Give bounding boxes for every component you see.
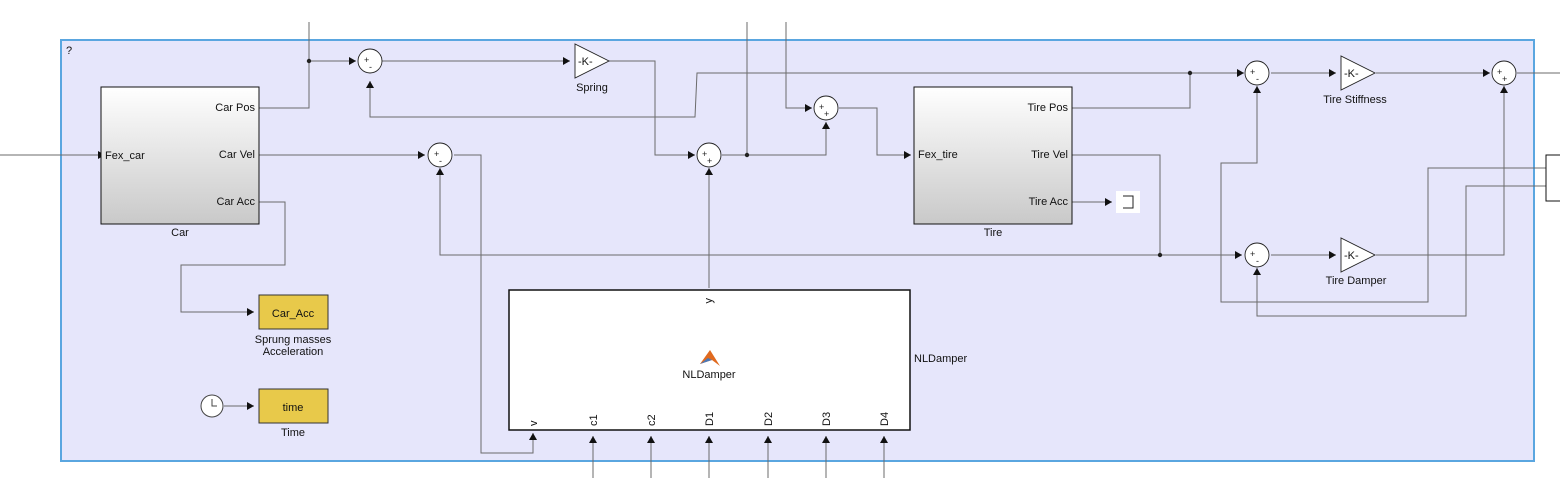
car-block-name: Car <box>171 227 189 239</box>
sum-sign: + <box>819 102 824 112</box>
tire-out-port-pos: Tire Pos <box>1027 102 1068 114</box>
car-acc-output-label: Car_Acc <box>272 308 315 320</box>
offscreen-block-edge[interactable] <box>1545 154 1560 202</box>
nldamper-in-port-d3: D3 <box>821 412 833 426</box>
nldamper-in-port-d1: D1 <box>704 412 716 426</box>
arrowheads <box>98 57 1508 443</box>
nldamper-in-port-v: v <box>528 420 540 426</box>
tire-in-port-label: Fex_tire <box>918 149 958 161</box>
sum-sign: + <box>434 149 439 159</box>
car-in-port-label: Fex_car <box>105 150 145 162</box>
nldamper-in-port-d2: D2 <box>763 412 775 426</box>
sum-sign: - <box>1256 74 1259 84</box>
tire-damper-block-name: Tire Damper <box>1326 275 1387 287</box>
spring-gain-block[interactable]: -K- Spring <box>574 43 611 94</box>
sum-sign: + <box>1250 67 1255 77</box>
tire-stiffness-gain-value: -K- <box>1344 68 1359 80</box>
car-out-port-pos: Car Pos <box>215 102 255 114</box>
terminator-block[interactable] <box>1116 191 1140 213</box>
car-acc-output-block[interactable]: Car_Acc Sprung masses Acceleration <box>255 294 332 358</box>
car-out-port-vel: Car Vel <box>219 149 255 161</box>
tire-block[interactable]: Fex_tire Tire Pos Tire Vel Tire Acc Tire <box>913 86 1073 239</box>
help-icon[interactable]: ? <box>66 45 72 57</box>
tire-damper-gain-value: -K- <box>1344 250 1359 262</box>
sum-block-2[interactable]: + - <box>427 142 453 168</box>
branch-points <box>306 58 1193 258</box>
sum-sign: + <box>1250 249 1255 259</box>
sum-sign: + <box>1497 67 1502 77</box>
car-out-port-acc: Car Acc <box>216 196 255 208</box>
nldamper-out-port-y: y <box>703 298 715 304</box>
sum-block-7[interactable]: + + <box>1491 60 1517 86</box>
car-acc-caption-line1: Sprung masses <box>255 334 332 346</box>
sum-block-3[interactable]: + + <box>696 142 722 168</box>
sum-sign: + <box>824 109 829 119</box>
matlab-icon <box>700 350 720 366</box>
tire-stiffness-gain-block[interactable]: -K- Tire Stiffness <box>1323 55 1387 106</box>
sum-sign: + <box>702 149 707 159</box>
nldamper-in-port-c1: c1 <box>588 414 600 426</box>
tire-block-name: Tire <box>984 227 1003 239</box>
signal-lines <box>0 22 1560 478</box>
time-output-block[interactable]: time Time <box>258 388 329 439</box>
nldamper-in-port-d4: D4 <box>879 412 891 426</box>
tire-stiffness-block-name: Tire Stiffness <box>1323 94 1387 106</box>
nldamper-inner-label: NLDamper <box>682 369 736 381</box>
sum-sign: + <box>1502 74 1507 84</box>
car-block[interactable]: Fex_car Car Pos Car Vel Car Acc Car <box>100 86 260 239</box>
sum-block-5[interactable]: + - <box>1244 60 1270 86</box>
sum-block-6[interactable]: + - <box>1244 242 1270 268</box>
sum-sign: + <box>364 55 369 65</box>
car-acc-caption-line2: Acceleration <box>263 346 324 358</box>
sum-block-1[interactable]: + - <box>357 48 383 74</box>
time-output-caption: Time <box>281 427 305 439</box>
nldamper-block[interactable]: y NLDamper v c1 c2 D1 D2 D3 D4 <box>508 289 911 431</box>
nldamper-block-name: NLDamper <box>914 353 968 365</box>
spring-gain-value: -K- <box>578 56 593 68</box>
tire-out-port-acc: Tire Acc <box>1029 196 1069 208</box>
clock-icon[interactable] <box>200 394 224 418</box>
nldamper-in-port-c2: c2 <box>646 414 658 426</box>
sum-block-4[interactable]: + + <box>813 95 839 121</box>
time-output-label: time <box>283 402 304 414</box>
sum-sign: + <box>707 156 712 166</box>
sum-sign: - <box>1256 256 1259 266</box>
tire-out-port-vel: Tire Vel <box>1031 149 1068 161</box>
tire-damper-gain-block[interactable]: -K- Tire Damper <box>1326 237 1387 287</box>
spring-block-name: Spring <box>576 82 608 94</box>
sum-sign: - <box>369 62 372 72</box>
sum-sign: - <box>439 156 442 166</box>
